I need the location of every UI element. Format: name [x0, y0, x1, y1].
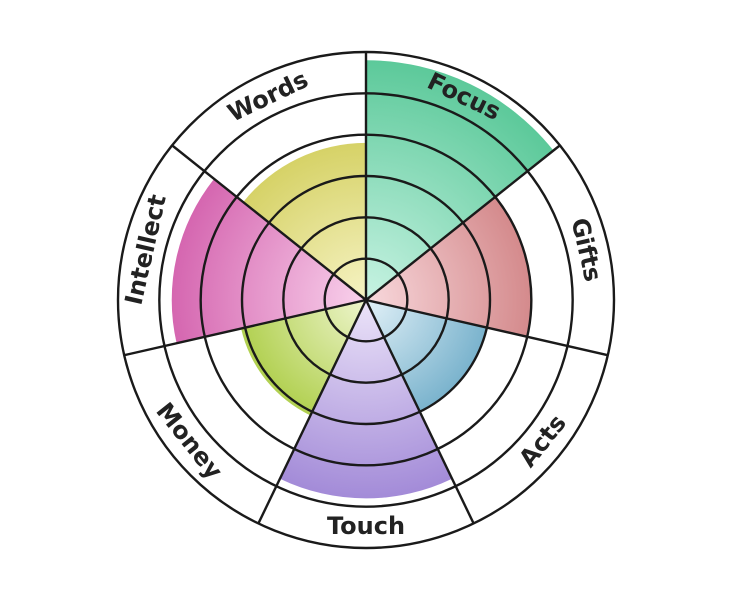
grid-spoke-4 — [364, 299, 475, 524]
grid-spoke-2 — [365, 144, 561, 301]
grid-layer — [116, 50, 616, 550]
grid-spoke-3 — [365, 298, 609, 357]
sector-words — [243, 142, 366, 300]
sector-touch — [279, 300, 453, 499]
label-acts: Acts — [513, 409, 571, 472]
label-touch: Touch — [327, 512, 405, 540]
label-intellect: Intellect — [120, 192, 172, 308]
grid-spoke-7 — [171, 144, 367, 301]
grid-spoke-6 — [123, 298, 367, 357]
sectors-layer — [171, 60, 554, 499]
grid-spoke-5 — [257, 299, 368, 524]
sector-focus — [366, 60, 554, 301]
